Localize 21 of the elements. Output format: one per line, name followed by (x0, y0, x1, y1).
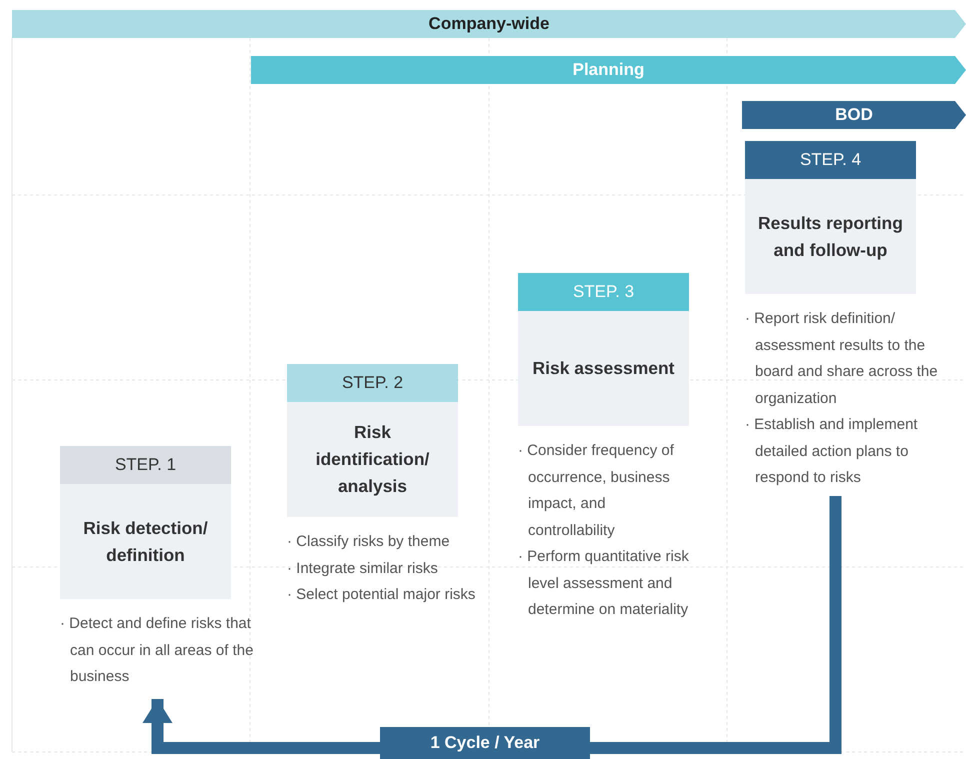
step-header: STEP. 3 (518, 273, 689, 311)
step-header: STEP. 4 (745, 141, 916, 179)
bullet-text: · Detect and define risks that can occur in all areas of the business (60, 614, 254, 687)
step-title: Results reporting and follow-up (757, 212, 904, 262)
step-title: Risk identification/ analysis (314, 421, 430, 498)
bullet-text: · Integrate similar risks (287, 558, 439, 578)
step-header: STEP. 2 (287, 364, 458, 402)
step-title: Risk detection/ definition (82, 516, 209, 566)
bullet-text: · Establish and implement detailed action plans to respond to risks (745, 415, 919, 488)
bullet-text: · Classify risks by theme (287, 532, 451, 552)
cycle-box: 1 Cycle / Year (380, 727, 590, 759)
bullet-text: · Consider frequency of occurrence, business impact, and controllability (518, 441, 675, 540)
bullet-text: · Perform quantitative risk level assessment and determine on materiality (518, 547, 690, 620)
step-header: STEP. 1 (60, 446, 231, 484)
step-title: Risk assessment (532, 357, 675, 380)
scope-band: Planning (251, 56, 966, 84)
cycle-arrow (142, 699, 380, 754)
scope-band: Company-wide (12, 10, 966, 38)
scope-band: BOD (742, 101, 966, 129)
bullet-text: · Select potential major risks (287, 585, 476, 605)
bullet-text: · Report risk definition/ assessment results to the board and share across the organization (745, 309, 939, 408)
